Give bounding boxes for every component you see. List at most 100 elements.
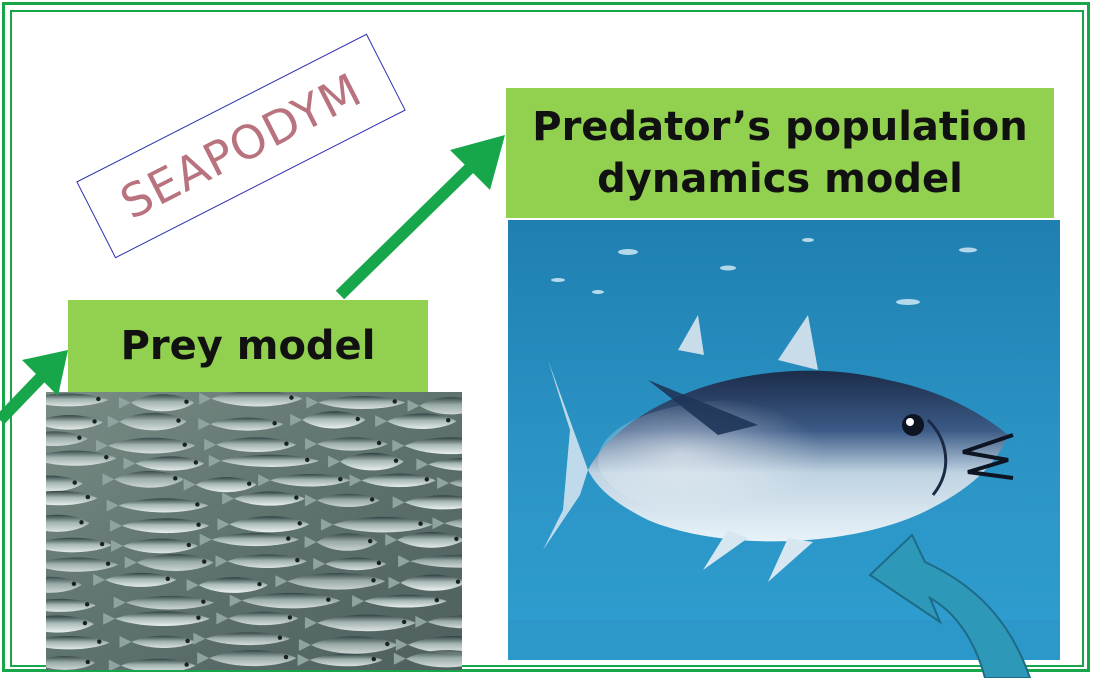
fish-eye	[446, 418, 451, 423]
fish-eye	[195, 502, 200, 507]
fish-eye	[201, 599, 206, 604]
fish-tail	[229, 594, 242, 607]
fish-shape	[397, 532, 462, 548]
fish-shape	[449, 479, 462, 487]
fish-eye	[82, 620, 88, 626]
fish-eye	[92, 419, 97, 424]
predator-model-label: Predator’s population dynamics model	[506, 88, 1054, 218]
fish-eye	[392, 399, 397, 404]
fish-shape	[325, 557, 387, 571]
fish-eye	[338, 477, 343, 482]
fish-tail	[407, 399, 420, 412]
fish-tail	[375, 415, 388, 428]
fish-eye	[79, 520, 84, 525]
fish-eye	[186, 542, 192, 548]
fish-eye	[176, 418, 181, 423]
fish-tail	[328, 455, 341, 468]
fish-tail	[199, 533, 212, 546]
fish-tail	[393, 652, 406, 665]
fish-eye	[284, 441, 289, 446]
fish-school-photo	[46, 392, 462, 670]
fish-eye	[182, 442, 187, 447]
fish-shape	[407, 636, 462, 654]
fish-eye	[184, 662, 189, 667]
fish-shape	[419, 397, 462, 415]
fish-shape	[119, 412, 187, 431]
fish-tail	[320, 518, 333, 531]
fish-eye	[257, 581, 262, 587]
fish-shape	[410, 554, 462, 568]
fish-shape	[270, 474, 350, 487]
fish-eye	[367, 538, 373, 544]
predator-label-line1: Predator’s population	[532, 104, 1028, 150]
fish-shape	[228, 611, 299, 626]
fish-tail	[106, 499, 119, 512]
fish-shape	[46, 431, 88, 447]
fish-shape	[209, 650, 297, 667]
fish-eye	[371, 578, 376, 583]
fish-eye	[85, 659, 90, 665]
fish-shape	[287, 573, 386, 590]
fish-tail	[392, 496, 405, 509]
fish-shape	[210, 417, 284, 431]
fish-eye	[246, 481, 252, 486]
fish-tail	[215, 555, 228, 568]
fish-eye	[455, 579, 461, 584]
fish-tail	[118, 396, 131, 409]
fish-shape	[46, 415, 103, 430]
fish-tail	[415, 615, 428, 628]
fish-shape	[220, 454, 320, 467]
fish-eye	[289, 395, 294, 400]
fish-eye	[287, 615, 293, 620]
fish-shape	[121, 518, 210, 534]
fish-shape	[404, 437, 462, 455]
fish-tail	[108, 659, 121, 670]
fish-eye	[393, 458, 399, 463]
fish-eye	[77, 435, 82, 440]
fish-eye	[272, 420, 277, 426]
fish-shape	[118, 498, 209, 513]
fish-tail	[109, 519, 122, 532]
predator-label-line2: dynamics model	[597, 156, 963, 202]
fish-shape	[114, 471, 184, 488]
tuna-photo	[508, 220, 1060, 660]
fish-tail	[298, 638, 311, 651]
fish-shape	[361, 473, 436, 488]
fish-shape	[227, 554, 307, 568]
fish-shape	[404, 495, 462, 510]
fish-tail	[204, 438, 217, 451]
fish-shape	[332, 516, 433, 533]
fish-tail	[349, 474, 362, 487]
fish-eye	[454, 536, 459, 542]
fish-tail	[198, 418, 211, 431]
fish-eye	[277, 635, 283, 640]
fish-shape	[46, 656, 96, 670]
fish-shape	[310, 636, 398, 654]
fish-shape	[46, 615, 94, 633]
fish-eye	[376, 560, 382, 566]
fish-tail	[306, 396, 319, 409]
fish-shape	[46, 598, 96, 612]
fish-shape	[198, 577, 268, 593]
fish-tail	[352, 595, 365, 608]
fish-shape	[105, 572, 177, 587]
fish-eye	[196, 522, 201, 527]
fish-tail	[119, 635, 132, 648]
fish-eye	[326, 597, 331, 602]
fish-shape	[136, 554, 214, 572]
fish-tail	[103, 612, 116, 625]
fish-shape	[316, 614, 417, 632]
fish-tail	[437, 476, 450, 489]
fish-tail	[107, 415, 120, 428]
inner-frame	[10, 10, 1084, 667]
fish-shape	[364, 594, 447, 608]
fish-shape	[309, 653, 383, 667]
fish-tail	[290, 413, 303, 426]
fish-tail	[102, 473, 115, 486]
fish-tail	[392, 439, 405, 452]
fish-shape	[427, 615, 462, 629]
fish-tail	[186, 579, 199, 592]
fish-tail	[304, 536, 317, 549]
fish-shape	[444, 518, 462, 528]
fish-tail	[95, 439, 108, 452]
